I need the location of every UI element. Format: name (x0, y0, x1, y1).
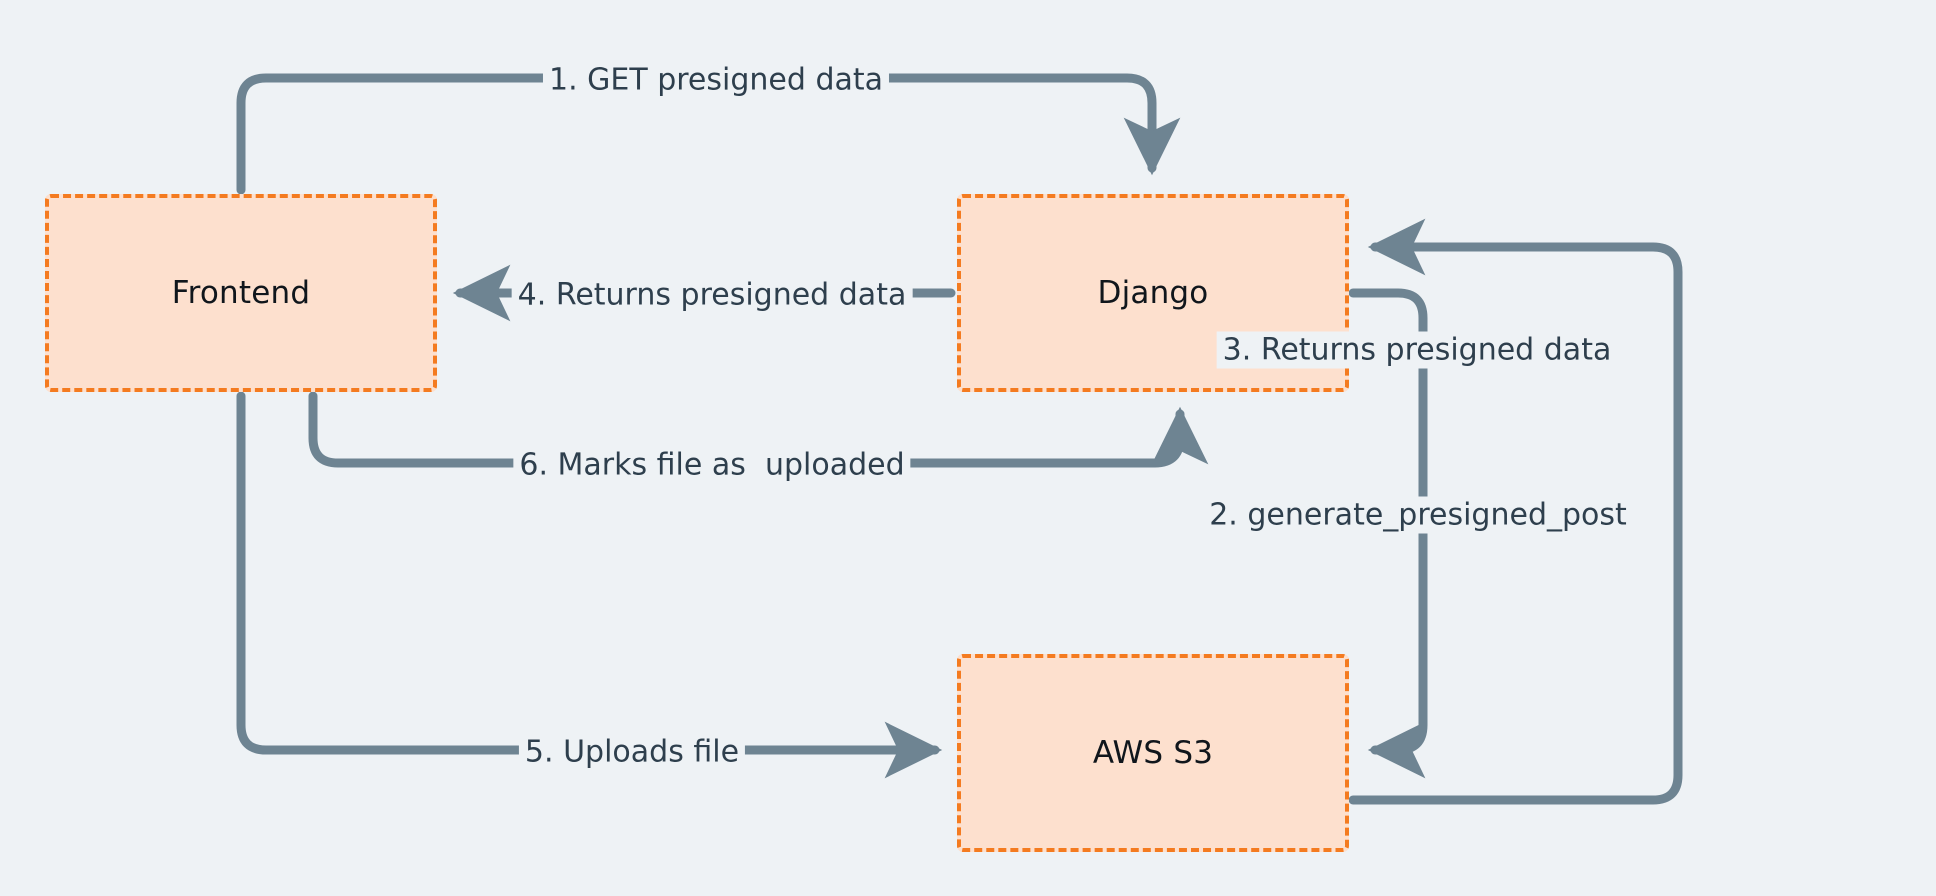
node-aws-s3-label: AWS S3 (1092, 735, 1214, 771)
edge-3-path (1348, 218, 1683, 805)
node-django-label: Django (1097, 275, 1209, 311)
edge-label-1: 1. GET presigned data (542, 61, 890, 99)
edge-label-2: 2. generate_presigned_post (1203, 496, 1633, 534)
node-frontend[interactable]: Frontend (45, 194, 437, 392)
edge-label-4: 4. Returns presigned data (511, 276, 913, 314)
edge-label-3: 3. Returns presigned data (1216, 331, 1618, 369)
edge-5-path (236, 391, 943, 779)
edge-label-6: 6. Marks file as uploaded (513, 446, 911, 484)
node-aws-s3[interactable]: AWS S3 (957, 654, 1349, 852)
node-frontend-label: Frontend (171, 275, 311, 311)
edge-label-5: 5. Uploads file (518, 733, 746, 771)
